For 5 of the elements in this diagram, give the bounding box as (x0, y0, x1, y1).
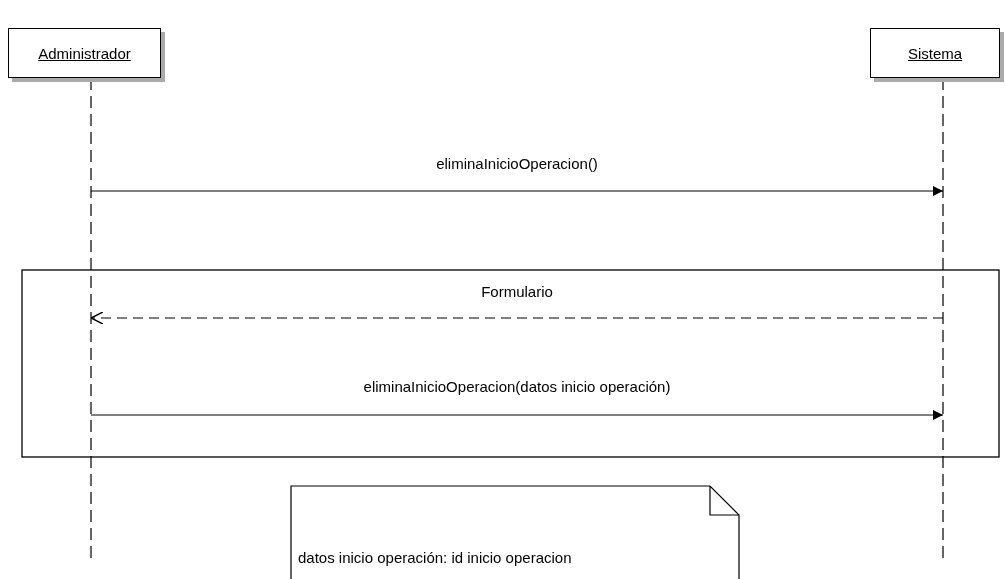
note-text: datos inicio operación: id inicio operacion (298, 549, 572, 566)
message-arrow (90, 410, 944, 420)
message-arrow (90, 186, 944, 196)
note (290, 485, 740, 579)
return-message-arrow (90, 311, 944, 325)
